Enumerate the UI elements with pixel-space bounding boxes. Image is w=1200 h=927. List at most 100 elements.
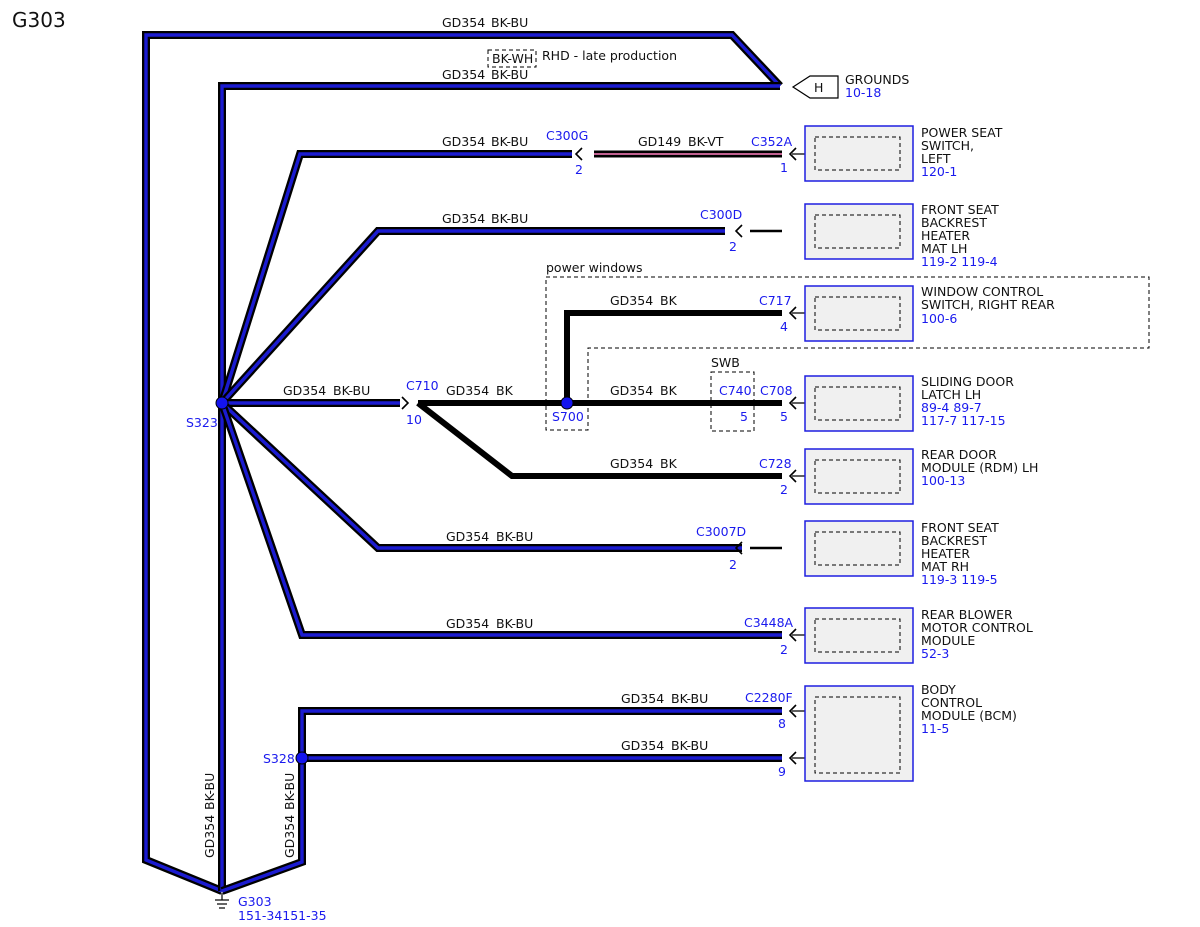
svg-text:LEFT: LEFT (921, 151, 951, 166)
wire-c300d (219, 227, 725, 406)
arrow-c2280f-8 (788, 704, 797, 718)
grounds-ref-tag (791, 75, 839, 99)
svg-text:SWITCH, RIGHT REAR: SWITCH, RIGHT REAR (921, 297, 1055, 312)
svg-text:FRONT SEAT: FRONT SEAT (921, 520, 999, 535)
wire-c728 (416, 400, 782, 479)
svg-text:MODULE: MODULE (921, 633, 975, 648)
wire-label-c3448a-color: BK-BU (496, 616, 533, 631)
wire-label-c2280f-9-circuit: GD354 (621, 738, 664, 753)
arrow-c717 (788, 306, 797, 320)
wire-c717 (564, 310, 782, 403)
connector-c300g: C300G (546, 128, 588, 143)
rhd-box-label: BK-WH (492, 51, 533, 66)
wire-label-c300d-color: BK-BU (491, 211, 528, 226)
wire-label-c728-circuit: GD354 (610, 456, 653, 471)
connector-c352a: C352A (751, 134, 793, 149)
wire-labels: GD354 BK-BU GD354 BK-BU GD354 BK-BU GD14… (202, 15, 724, 858)
connector-c740-pin: 5 (740, 409, 748, 424)
rhd-note: RHD - late production (542, 48, 677, 63)
svg-text:119-2 119-4: 119-2 119-4 (921, 254, 998, 269)
wire-c300d-core (220, 229, 725, 405)
wire-label-top-circuit: GD354 (442, 15, 485, 30)
component-body-control-module: BODY CONTROL MODULE (BCM) 11-5 (804, 682, 1017, 782)
component-sliding-door-latch-lh: SLIDING DOOR LATCH LH 89-4 89-7 117-7 11… (804, 374, 1014, 432)
arrow-c3007d (734, 541, 743, 555)
connector-c708: C708 (760, 383, 793, 398)
wire-label-c3448a-circuit: GD354 (446, 616, 489, 631)
wire-c300g (218, 150, 572, 405)
wire-label-c728-color: BK (660, 456, 678, 471)
wire-label-rhd-circuit: GD354 (442, 67, 485, 82)
wire-c3448a (218, 401, 782, 639)
splice-s328 (295, 751, 309, 765)
connector-c300g-pin: 2 (575, 162, 583, 177)
wire-label-c300g-color: BK-BU (491, 134, 528, 149)
wire-label-c710-color: BK-BU (333, 383, 370, 398)
component-rear-blower-motor-control-module: REAR BLOWER MOTOR CONTROL MODULE 52-3 (804, 607, 1033, 664)
ground-name: G303 (238, 894, 272, 909)
wire-label-c2280f-9-color: BK-BU (671, 738, 708, 753)
wire-s328-c2280f-8-core (221, 709, 782, 893)
wire-label-vright-color: BK-BU (282, 773, 297, 810)
splice-s700 (560, 396, 574, 410)
arrow-c352a (788, 147, 797, 161)
connector-c352a-pin: 1 (780, 160, 788, 175)
wire-label-c708-color: BK (660, 383, 678, 398)
grounds-ref-letter: H (814, 80, 823, 95)
svg-text:WINDOW CONTROL: WINDOW CONTROL (921, 284, 1043, 299)
wire-label-c352a-color: BK-VT (688, 134, 724, 149)
svg-text:100-13: 100-13 (921, 473, 965, 488)
splice-s323 (215, 396, 229, 410)
component-front-seat-backrest-heater-mat-lh: FRONT SEAT BACKREST HEATER MAT LH 119-2 … (804, 202, 999, 269)
wire-label-vright-circuit: GD354 (282, 815, 297, 858)
connector-c3448a-pin: 2 (780, 642, 788, 657)
connector-c710-pin: 10 (406, 412, 422, 427)
wire-label-s700-color: BK (496, 383, 514, 398)
arrow-c300d (734, 224, 743, 238)
svg-text:LATCH LH: LATCH LH (921, 387, 981, 402)
svg-text:100-6: 100-6 (921, 311, 957, 326)
connector-c3007d: C3007D (696, 524, 746, 539)
svg-text:REAR BLOWER: REAR BLOWER (921, 607, 1013, 622)
connector-c300d: C300D (700, 207, 742, 222)
ground-symbol-icon (215, 893, 229, 909)
svg-text:117-7 117-15: 117-7 117-15 (921, 413, 1006, 428)
component-power-seat-switch: POWER SEAT SWITCH, LEFT 120-1 (804, 125, 1003, 182)
connector-c708-pin: 5 (780, 409, 788, 424)
wire-label-c3007d-circuit: GD354 (446, 529, 489, 544)
connector-arrows (401, 147, 797, 765)
svg-text:POWER SEAT: POWER SEAT (921, 125, 1003, 140)
wire-c3448a-core (220, 402, 782, 637)
splice-s323-label: S323 (186, 415, 218, 430)
arrow-c300g (574, 147, 583, 161)
arrow-c728 (788, 469, 797, 483)
svg-text:52-3: 52-3 (921, 646, 949, 661)
splice-s700-label: S700 (552, 409, 584, 424)
connector-c728-pin: 2 (780, 482, 788, 497)
swb-group-label: SWB (711, 355, 740, 370)
svg-text:SLIDING DOOR: SLIDING DOOR (921, 374, 1014, 389)
wire-label-c2280f-8-color: BK-BU (671, 691, 708, 706)
svg-text:REAR DOOR: REAR DOOR (921, 447, 997, 462)
svg-text:11-5: 11-5 (921, 721, 949, 736)
wire-label-c2280f-8-circuit: GD354 (621, 691, 664, 706)
svg-text:MODULE (BCM): MODULE (BCM) (921, 708, 1017, 723)
arrow-c708 (788, 396, 797, 410)
svg-text:SWITCH,: SWITCH, (921, 138, 974, 153)
svg-text:MODULE (RDM) LH: MODULE (RDM) LH (921, 460, 1038, 475)
component-rear-door-module-lh: REAR DOOR MODULE (RDM) LH 100-13 (804, 447, 1038, 505)
svg-text:FRONT SEAT: FRONT SEAT (921, 202, 999, 217)
wire-label-c708-circuit: GD354 (610, 383, 653, 398)
wire-label-c717-color: BK (660, 293, 678, 308)
connector-c740: C740 (719, 383, 752, 398)
connector-c300d-pin: 2 (729, 239, 737, 254)
wire-label-c717-circuit: GD354 (610, 293, 653, 308)
wire-label-top-color: BK-BU (491, 15, 528, 30)
wire-label-rhd-color: BK-BU (491, 67, 528, 82)
svg-text:120-1: 120-1 (921, 164, 957, 179)
svg-text:BACKREST: BACKREST (921, 533, 987, 548)
wire-label-c300d-circuit: GD354 (442, 211, 485, 226)
svg-text:BACKREST: BACKREST (921, 215, 987, 230)
component-front-seat-backrest-heater-mat-rh: FRONT SEAT BACKREST HEATER MAT RH 119-3 … (804, 520, 999, 587)
